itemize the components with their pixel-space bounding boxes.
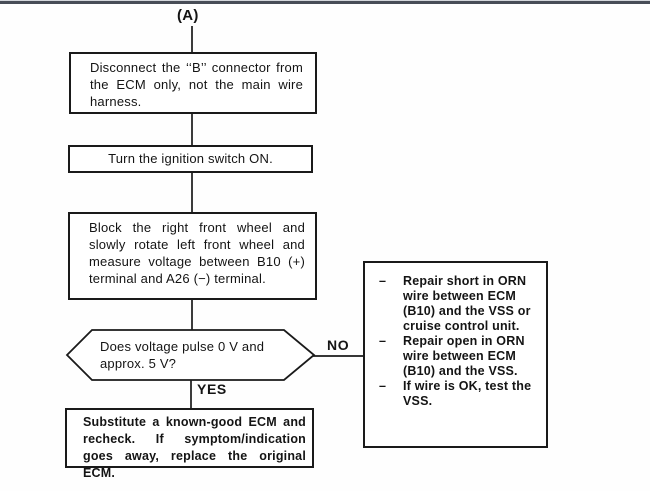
bullet-dash: – [379, 334, 387, 348]
decision-question: Does voltage pulse 0 V and approx. 5 V? [100, 339, 265, 371]
repair-action-text: Repair open in ORN wire between ECM (B10… [403, 334, 525, 378]
bullet-dash: – [379, 379, 387, 393]
step-disconnect-connector-box: Disconnect the ‘‘B’’ connector from the … [69, 52, 317, 114]
repair-actions-box: – Repair short in ORN wire between ECM (… [363, 261, 548, 448]
repair-action-text: If wire is OK, test the VSS. [403, 379, 532, 408]
entry-label: (A) [177, 7, 199, 24]
step-ignition-on-box: Turn the ignition switch ON. [68, 145, 313, 173]
no-branch-label: NO [327, 337, 350, 353]
decision-hexagon [65, 329, 316, 381]
repair-action-text: Repair short in ORN wire between ECM (B1… [403, 274, 531, 333]
result-replace-ecm-box: Substitute a known-good ECM and recheck.… [65, 408, 314, 480]
step-measure-voltage-box: Block the right front wheel and slowly r… [68, 212, 317, 300]
repair-action-item: – If wire is OK, test the VSS. [379, 379, 538, 409]
repair-action-item: – Repair short in ORN wire between ECM (… [379, 274, 538, 334]
yes-branch-label: YES [197, 381, 227, 397]
bullet-dash: – [379, 274, 387, 288]
repair-action-item: – Repair open in ORN wire between ECM (B… [379, 334, 538, 379]
page-top-rule [0, 0, 650, 5]
